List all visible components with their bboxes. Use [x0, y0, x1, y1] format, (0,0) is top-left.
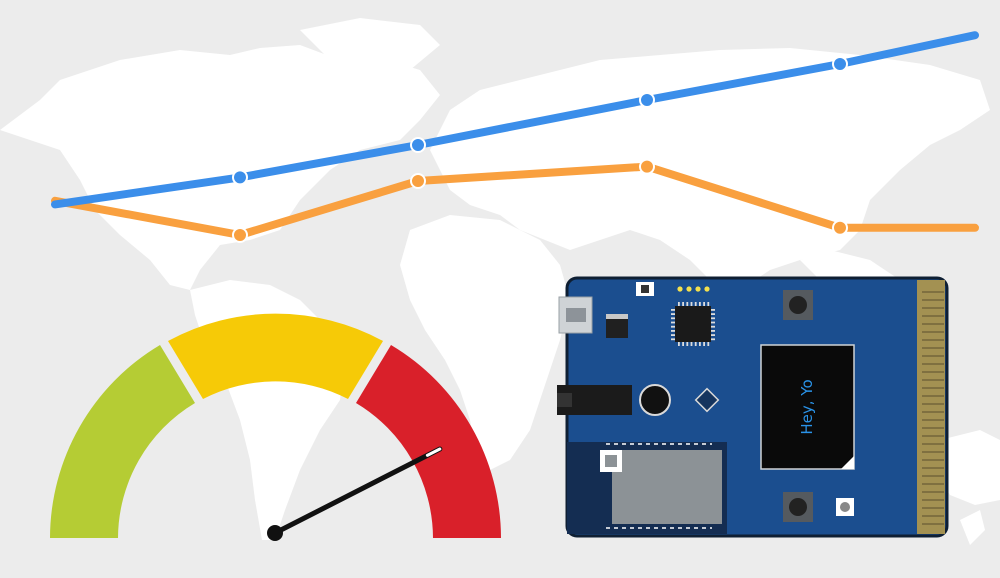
regulator-cap — [606, 314, 628, 319]
diamond-component — [694, 387, 720, 413]
chip-icon — [671, 302, 715, 346]
gauge-segment-red — [356, 345, 501, 538]
orange-line — [51, 162, 979, 239]
button-icon — [783, 290, 813, 320]
gauge — [50, 313, 501, 541]
map-north-america — [0, 45, 440, 290]
blue-line-point — [232, 169, 248, 186]
blue-line-points — [232, 56, 848, 186]
gauge-pivot — [267, 525, 283, 541]
line-series — [51, 31, 979, 243]
gauge-needle-tip — [425, 447, 442, 457]
oled-text: Hey, Yo — [798, 379, 816, 434]
top-switch-knob — [641, 285, 649, 293]
orange-line-point — [639, 158, 655, 175]
led — [704, 286, 710, 292]
led-row — [677, 286, 710, 292]
capacitor — [639, 384, 671, 416]
wifi-module-icon — [567, 442, 727, 534]
usb-port-icon — [558, 296, 593, 334]
map-new-zealand — [960, 510, 985, 545]
circuit-board: Hey, Yo — [557, 276, 949, 538]
gold-edge-connector — [917, 280, 945, 534]
orange-line-point — [832, 219, 848, 236]
map-greenland — [300, 18, 440, 75]
led — [695, 286, 701, 292]
oled-display: Hey, Yo — [760, 344, 855, 470]
blue-line-point — [639, 92, 655, 108]
gauge-needle — [272, 446, 443, 536]
map-australia — [935, 430, 1000, 505]
button-icon-bottom — [783, 492, 813, 522]
regulator-chip — [606, 316, 628, 338]
blue-line — [51, 31, 979, 209]
led — [677, 286, 683, 292]
blue-line-point — [832, 56, 848, 72]
small-switch-knob — [840, 502, 850, 512]
orange-line-point — [232, 227, 248, 243]
blue-line-point — [410, 137, 426, 153]
orange-line-points — [232, 158, 848, 243]
gold-edge-contacts — [922, 291, 944, 525]
gauge-segment-yellow — [168, 313, 383, 399]
orange-line-point — [410, 173, 426, 189]
led — [686, 286, 692, 292]
dc-jack-icon — [557, 385, 632, 415]
gauge-segment-green — [50, 345, 195, 538]
map-africa — [400, 215, 570, 470]
